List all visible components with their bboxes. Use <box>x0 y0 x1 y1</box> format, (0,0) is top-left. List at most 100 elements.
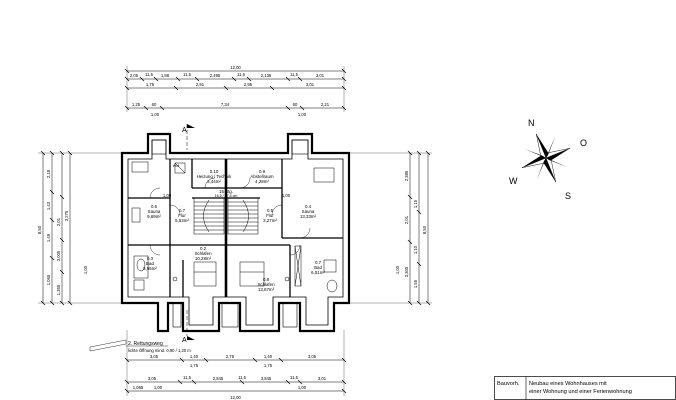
dim-bottom-r1-0: 3,05 <box>150 354 159 359</box>
room-03-area: 5,95m² <box>143 266 157 271</box>
section-mark-bottom: A <box>182 337 187 344</box>
room-05-area: 3,27m² <box>263 218 277 223</box>
dim-top-r2-1: 2,91 <box>196 82 205 87</box>
compass-s-label: S <box>565 191 571 201</box>
room-02-id: 0.2 <box>200 246 207 251</box>
dim-top-r1-7: 11,5 <box>290 72 299 77</box>
room-02-area: 10,28m² <box>195 256 212 261</box>
dim-top-r3-3: 60 <box>293 102 298 107</box>
room-010-area: 3,44m² <box>207 179 221 184</box>
left-dimension-chains <box>38 150 122 306</box>
escape-note: lichte Öffnung mind. 0,90 / 1,20 m <box>128 348 191 353</box>
compass-o-label: O <box>580 138 587 148</box>
dim-bottom-r3-2: 1,00 <box>298 385 307 390</box>
dim-bottom-r1b-1: 1,75 <box>264 363 273 368</box>
dim-bottom-r1b-0: 1,75 <box>190 363 199 368</box>
escape-route: 2. Rettungsweg lichte Öffnung mind. 0,90… <box>128 341 191 353</box>
title-block: Bauvorh. Neubau eines Wohnhauses mit ein… <box>494 376 676 400</box>
dim-left-total: 8,50 <box>37 225 42 234</box>
right-dimension-labels: 8,50 2,385 1,15 2,01 3,305 1,10 1,55 <box>404 170 427 288</box>
dim-right-total: 8,50 <box>422 225 427 234</box>
room-labels: 0.10 Heizung / Technik 3,44m² 0.9 Abstel… <box>83 164 400 292</box>
dim-right-5: 1,55 <box>413 279 418 288</box>
room-05-name: Flur <box>266 213 274 218</box>
room-03-id: 0.3 <box>147 256 154 261</box>
dim-right-4: 1,10 <box>413 245 418 254</box>
compass-w-label: W <box>509 176 518 186</box>
room-02-name: Schlafen <box>194 251 212 256</box>
room-07b-area: 6,51m² <box>311 270 325 275</box>
section-mark-top: A <box>182 127 187 134</box>
right-dimension-chains <box>350 150 432 306</box>
dim-bottom-r2-5: 11,5 <box>290 375 299 380</box>
room-09-id: 0.9 <box>259 169 266 174</box>
top-dimension-chains <box>124 66 347 112</box>
dim-top-r1-6: 2,135 <box>261 73 272 78</box>
titleblock-label: Bauvorh. <box>497 381 520 387</box>
dim-bottom-r2-6: 3,01 <box>318 376 327 381</box>
dim-top-r2-3: 3,01 <box>306 82 315 87</box>
room-07-id: 0.7 <box>179 208 186 213</box>
door-height-1: 1,00 <box>163 193 172 198</box>
dim-left-0: 2,18 <box>46 169 51 178</box>
room-08-id: 0.8 <box>263 277 270 282</box>
dim-top-r2-2: 2,95 <box>244 82 253 87</box>
dim-left-2: 2,01 <box>56 217 61 226</box>
room-07b-name: Bad <box>314 265 322 270</box>
room-09-name: Abstellraum <box>250 174 274 179</box>
left-dimension-labels: 8,50 2,18 1,43 2,01 3,275 1,49 3,005 1,0… <box>37 169 69 295</box>
dim-top-r3-2: 7,34 <box>221 102 230 107</box>
titleblock-line2: einer Wohnung und einer Ferienwohnung <box>529 389 632 395</box>
room-09-area: 4,28m² <box>255 179 269 184</box>
dim-top-r1-5: 11,5 <box>237 72 246 77</box>
dim-left-6: 1,065 <box>46 274 51 285</box>
room-04-id: 0.4 <box>305 204 312 209</box>
room-06-name: Sauna <box>148 209 161 214</box>
dim-left-1: 1,43 <box>46 201 51 210</box>
dim-top-r1-0: 2,05 <box>130 73 139 78</box>
dim-bottom-r3-1: 1,00 <box>154 385 163 390</box>
dim-left-5: 3,005 <box>56 250 61 261</box>
room-08-area: 13,67m² <box>258 287 275 292</box>
section-marks: A A <box>182 127 187 344</box>
room-07-area: 5,53m² <box>175 218 189 223</box>
bottom-dimension-chains <box>124 330 347 396</box>
dim-right-3: 3,305 <box>404 266 409 277</box>
door-height-4: 1,00 <box>395 265 400 274</box>
dim-bottom-r3-0: 1,065 <box>133 385 144 390</box>
bottom-dimension-labels: 3,05 1,40 2,75 1,40 3,05 1,75 1,75 3,05 … <box>133 354 327 400</box>
door-height-3: 1,00 <box>83 265 88 274</box>
dim-top-r1-8: 3,01 <box>316 73 325 78</box>
dim-top-r3b-0: 1,00 <box>151 112 160 117</box>
room-010-name: Heizung / Technik <box>197 174 232 179</box>
dim-top-r1-4: 2,495 <box>210 73 221 78</box>
stair-label: 15 Stg. <box>219 189 233 194</box>
top-dimension-labels: 12,00 2,05 11,5 1,88 11,5 2,495 11,5 2,1… <box>130 65 330 117</box>
dim-bottom-r1-4: 3,05 <box>308 354 317 359</box>
dim-bottom-r1-2: 2,75 <box>226 354 235 359</box>
compass-rose <box>521 133 571 183</box>
room-06-area: 9,69m² <box>147 214 161 219</box>
dim-top-r3-1: 60 <box>152 102 157 107</box>
dim-left-4: 1,49 <box>46 233 51 242</box>
door-height-2: 1,00 <box>282 193 291 198</box>
room-06-id: 0.6 <box>151 204 158 209</box>
dim-top-r1-1: 11,5 <box>145 72 154 77</box>
stair-spec: 16,5 / 27,5 cm <box>215 194 238 198</box>
dim-right-2: 2,01 <box>404 215 409 224</box>
room-04-area: 13,33m² <box>300 214 317 219</box>
titleblock-line1: Neubau eines Wohnhauses mit <box>529 381 607 387</box>
room-010-id: 0.10 <box>210 169 219 174</box>
room-03-name: Bad <box>146 261 154 266</box>
room-07b-id: 0.7 <box>315 260 322 265</box>
dim-bottom-r2-3: 11,5 <box>238 375 247 380</box>
dim-bottom-r2-1: 11,5 <box>183 375 192 380</box>
dim-right-0: 2,385 <box>404 170 409 181</box>
dim-bottom-r1-1: 1,40 <box>190 354 199 359</box>
compass-labels: N O S W <box>509 118 587 201</box>
dim-top-r1-2: 1,88 <box>161 73 170 78</box>
dim-top-total: 12,00 <box>230 65 241 70</box>
dim-top-r3-0: 1,25 <box>132 102 141 107</box>
building-walls <box>89 124 351 352</box>
